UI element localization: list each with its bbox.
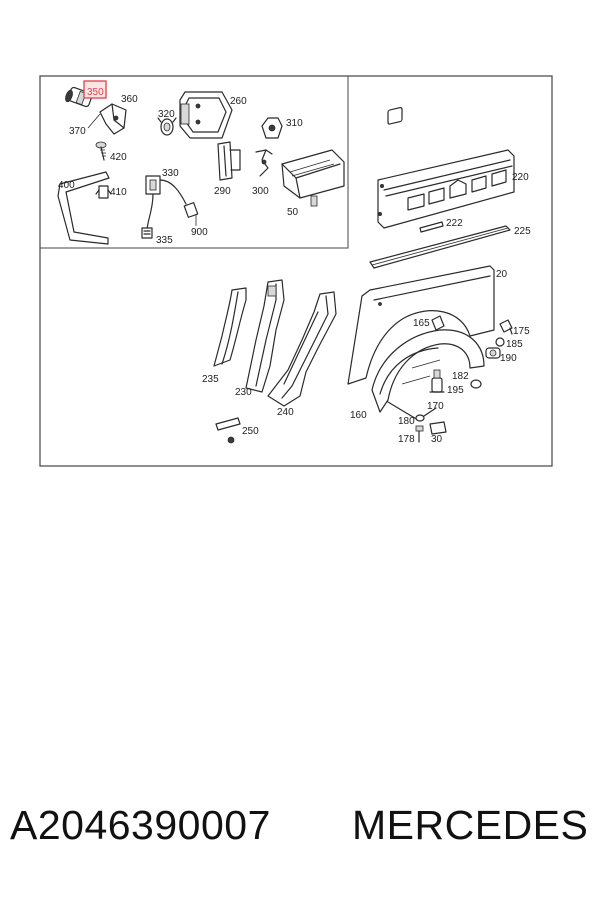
label-180: 180: [398, 416, 415, 427]
part-170: [429, 369, 445, 393]
part-250: [215, 417, 241, 444]
label-175: 175: [513, 326, 530, 337]
label-350: 350: [87, 87, 104, 98]
part-220: [377, 106, 515, 229]
part-number: A2046390007: [10, 802, 271, 848]
label-410: 410: [110, 187, 127, 198]
label-900: 900: [191, 227, 208, 238]
label-190: 190: [500, 353, 517, 364]
part-222: [419, 221, 444, 233]
inset-box: [39, 75, 349, 249]
part-230: [245, 279, 285, 393]
part-20: [347, 265, 495, 385]
leader-370: [87, 113, 101, 129]
part-290: [217, 141, 241, 181]
part-330: [145, 175, 199, 231]
part-185: [495, 337, 505, 347]
part-30: [429, 421, 447, 435]
part-235: [213, 287, 247, 367]
part-310: [261, 117, 283, 139]
label-420: 420: [110, 152, 127, 163]
label-220: 220: [512, 172, 529, 183]
part-320: [157, 117, 177, 136]
part-175: [499, 319, 513, 335]
part-335: [141, 227, 153, 239]
label-165: 165: [413, 318, 430, 329]
label-300: 300: [252, 186, 269, 197]
label-260: 260: [230, 96, 247, 107]
label-50: 50: [287, 207, 299, 218]
label-360: 360: [121, 94, 138, 105]
label-185: 185: [506, 339, 523, 350]
label-240: 240: [277, 407, 294, 418]
part-195: [470, 379, 482, 389]
label-250: 250: [242, 426, 259, 437]
part-410: [95, 185, 112, 199]
part-165: [431, 315, 445, 331]
label-290: 290: [214, 186, 231, 197]
part-178: [415, 425, 424, 443]
highlight-box-350: [83, 80, 107, 99]
label-170: 170: [427, 401, 444, 412]
label-330: 330: [162, 168, 179, 179]
label-20: 20: [496, 269, 508, 280]
label-182: 182: [452, 371, 469, 382]
label-335: 335: [156, 235, 173, 246]
part-400: [57, 171, 110, 245]
label-400: 400: [58, 180, 75, 191]
label-160: 160: [350, 410, 367, 421]
label-178: 178: [398, 434, 415, 445]
label-235: 235: [202, 374, 219, 385]
part-240: [267, 291, 337, 407]
part-180: [415, 414, 425, 422]
part-260: [179, 91, 233, 139]
label-222: 222: [446, 218, 463, 229]
label-225: 225: [514, 226, 531, 237]
part-360: [99, 103, 127, 135]
part-190: [485, 347, 501, 359]
label-370: 370: [69, 126, 86, 137]
part-50: [281, 149, 345, 207]
part-300: [255, 149, 273, 177]
label-195: 195: [447, 385, 464, 396]
label-230: 230: [235, 387, 252, 398]
part-225: [369, 225, 511, 269]
brand-name: MERCEDES: [352, 802, 589, 848]
part-420: [95, 141, 107, 161]
label-30: 30: [431, 434, 443, 445]
label-320: 320: [158, 109, 175, 120]
label-310: 310: [286, 118, 303, 129]
